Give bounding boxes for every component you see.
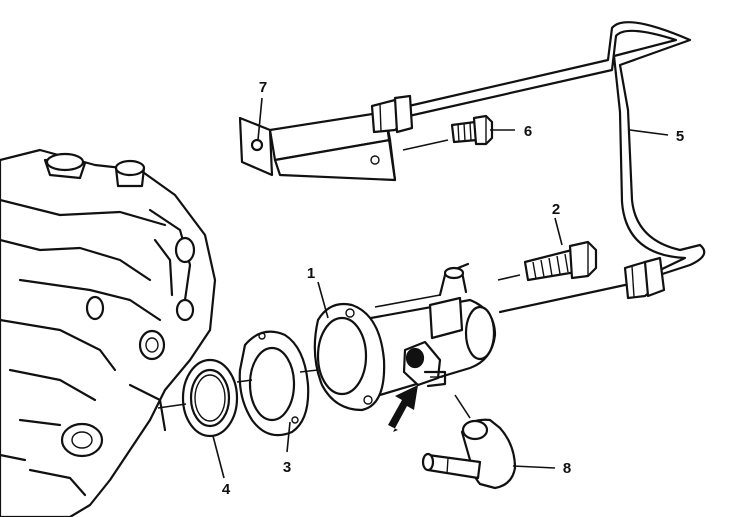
- callout-2: 2: [552, 201, 560, 218]
- indicator-arrow: [388, 385, 418, 432]
- callout-leaders: [212, 97, 669, 479]
- alignment-lines: [157, 139, 521, 419]
- transmission-housing: [0, 148, 217, 517]
- callout-7: 7: [259, 79, 267, 96]
- callout-8: 8: [563, 460, 571, 477]
- gasket-part-3: [238, 330, 310, 437]
- bolt-part-2: [523, 240, 598, 282]
- hydraulic-line-part-5: [370, 21, 706, 314]
- callout-4: 4: [222, 481, 231, 498]
- callout-labels: 1 2 3 4 5 6 7 8: [222, 79, 684, 498]
- hose-fitting-part-8: [421, 418, 517, 490]
- callout-6: 6: [524, 123, 532, 140]
- callout-5: 5: [676, 128, 684, 145]
- bolt-part-6: [450, 114, 494, 146]
- callout-1: 1: [307, 265, 315, 282]
- callout-3: 3: [283, 459, 291, 476]
- bracket-part-7: [238, 110, 397, 182]
- seal-part-4: [181, 358, 239, 438]
- slave-cylinder-part-1: [313, 262, 497, 412]
